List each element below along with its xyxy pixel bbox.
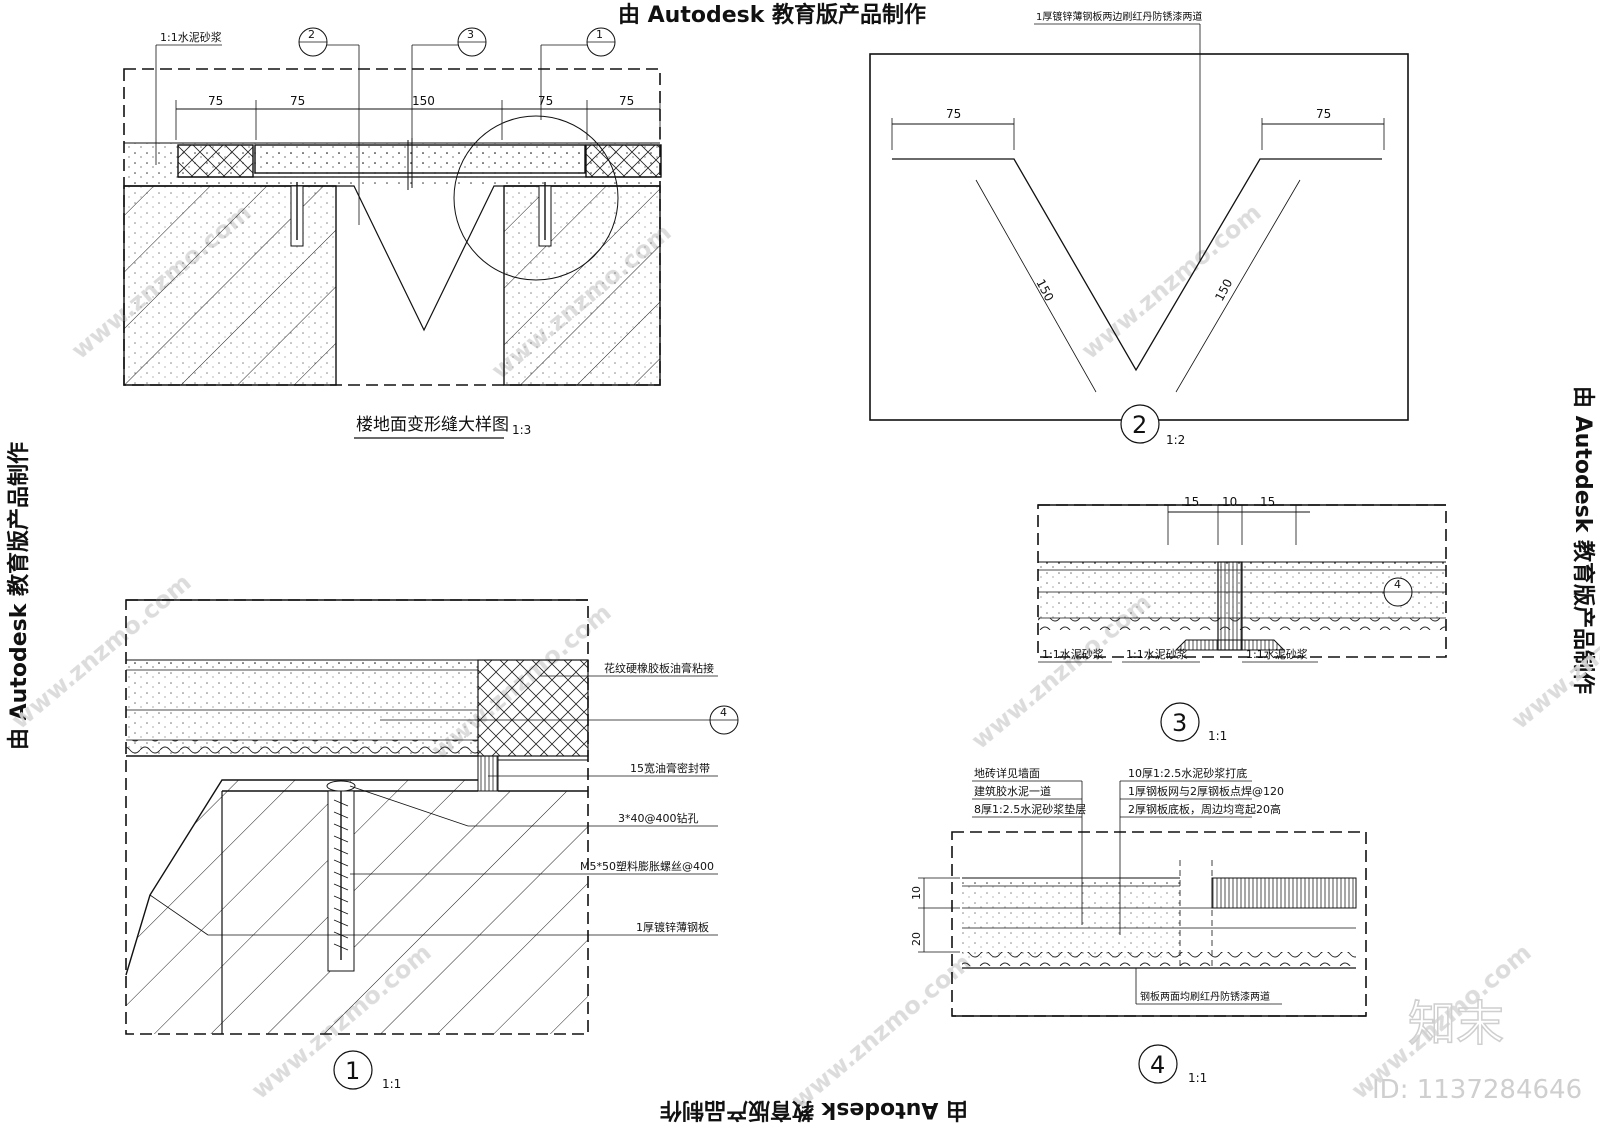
note-label: 钢板两面均刷红丹防锈漆两道 xyxy=(1140,990,1270,1003)
dimension-label: 15 xyxy=(1260,495,1275,509)
detail-4: 10 20 地砖详见墙面 建筑胶水泥一道 8厚1:2.5水泥砂浆垫层 10厚1:… xyxy=(910,766,1367,1085)
detail-number: 2 xyxy=(1132,411,1147,439)
callout-number: 3 xyxy=(467,28,474,41)
note-label: 8厚1:2.5水泥砂浆垫层 xyxy=(974,802,1086,816)
detail-number-circle xyxy=(1160,702,1200,742)
note-label: 建筑胶水泥一道 xyxy=(974,784,1051,798)
material-label: 15宽油膏密封带 xyxy=(630,761,710,775)
stamp-bottom-text: 由 Autodesk 教育版产品制作 xyxy=(660,1097,968,1123)
note-label: 1厚钢板网与2厚钢板点焊@120 xyxy=(1128,784,1284,798)
stamp-left-text: 由 Autodesk 教育版产品制作 xyxy=(6,442,32,750)
material-label: 花纹硬橡胶板油膏粘接 xyxy=(604,661,714,675)
detail-number: 1 xyxy=(345,1057,360,1085)
dimension-label: 75 xyxy=(290,94,305,108)
note-label: 10厚1:2.5水泥砂浆打底 xyxy=(1128,766,1247,780)
dimension-label: 75 xyxy=(619,94,634,108)
watermark-text: www.znzmo.com xyxy=(786,948,977,1114)
mortar-label: 1:1水泥砂浆 xyxy=(160,30,222,44)
dimension-label: 75 xyxy=(208,94,223,108)
detail-scale: 1:1 xyxy=(1188,1071,1207,1085)
detail-number-circle xyxy=(1138,1044,1178,1084)
detail-number-circle xyxy=(1120,404,1160,444)
detail-1: 花纹硬橡胶板油膏粘接 4 15宽油膏密封带 3*40@400钻孔 M5*50塑料… xyxy=(125,599,739,1091)
detail-number-circle xyxy=(333,1050,373,1090)
stamp-bottom: 由 Autodesk 教育版产品制作 xyxy=(660,1097,968,1123)
detail-number: 4 xyxy=(1150,1051,1165,1079)
detail-2: 1厚镀锌薄钢板两边刷红丹防锈漆两道 75 75 150 150 2 1:2 xyxy=(869,10,1409,447)
dimension-label: 10 xyxy=(910,886,923,900)
callout-number: 4 xyxy=(720,706,727,719)
dimension-label: 75 xyxy=(1316,107,1331,121)
dimension-label: 10 xyxy=(1222,495,1237,509)
detail-scale: 1:1 xyxy=(1208,729,1227,743)
stamp-left: 由 Autodesk 教育版产品制作 xyxy=(6,442,32,750)
detail-3: 15 10 15 4 1:1水泥砂浆 1:1水泥砂浆 1:1水泥砂浆 3 1:1 xyxy=(1037,495,1447,743)
material-label: M5*50塑料膨胀螺丝@400 xyxy=(580,859,714,873)
detail-number: 3 xyxy=(1172,709,1187,737)
detail-scale: 1:3 xyxy=(512,423,531,437)
dimension-label: 20 xyxy=(910,932,923,946)
note-label: 2厚钢板底板，周边均弯起20高 xyxy=(1128,802,1281,816)
dimension-label: 150 xyxy=(412,94,435,108)
detail-scale: 1:2 xyxy=(1166,433,1185,447)
detail-main: 75 75 150 75 75 1:1水泥砂浆 2 3 1 楼地面变形缝大样图 … xyxy=(123,27,662,439)
callout-number: 2 xyxy=(308,28,315,41)
watermark-id: ID: 1137284646 xyxy=(1372,1075,1582,1105)
note-label: 地砖详见墙面 xyxy=(974,766,1040,780)
dimension-label: 150 xyxy=(1033,277,1056,304)
callout-number: 4 xyxy=(1394,578,1401,591)
callout-number: 1 xyxy=(596,28,603,41)
watermark-logo: 知末 xyxy=(1408,996,1504,1052)
stamp-top: 由 Autodesk 教育版产品制作 xyxy=(618,2,926,28)
dimension-label: 15 xyxy=(1184,495,1199,509)
stamp-right: 由 Autodesk 教育版产品制作 xyxy=(1570,386,1596,694)
detail-note: 1厚镀锌薄钢板两边刷红丹防锈漆两道 xyxy=(1036,10,1202,23)
detail-title: 楼地面变形缝大样图 xyxy=(356,415,509,435)
material-label: 1:1水泥砂浆 xyxy=(1042,647,1104,661)
material-label: 1:1水泥砂浆 xyxy=(1126,647,1188,661)
detail-scale: 1:1 xyxy=(382,1077,401,1091)
material-label: 3*40@400钻孔 xyxy=(618,811,699,825)
dimension-label: 75 xyxy=(538,94,553,108)
material-label: 1:1水泥砂浆 xyxy=(1246,647,1308,661)
dimension-label: 150 xyxy=(1212,277,1235,304)
material-label: 1厚镀锌薄钢板 xyxy=(636,920,709,934)
dimension-label: 75 xyxy=(946,107,961,121)
stamp-right-text: 由 Autodesk 教育版产品制作 xyxy=(1570,386,1596,694)
watermark-text: www.znzmo.com xyxy=(1076,198,1267,364)
